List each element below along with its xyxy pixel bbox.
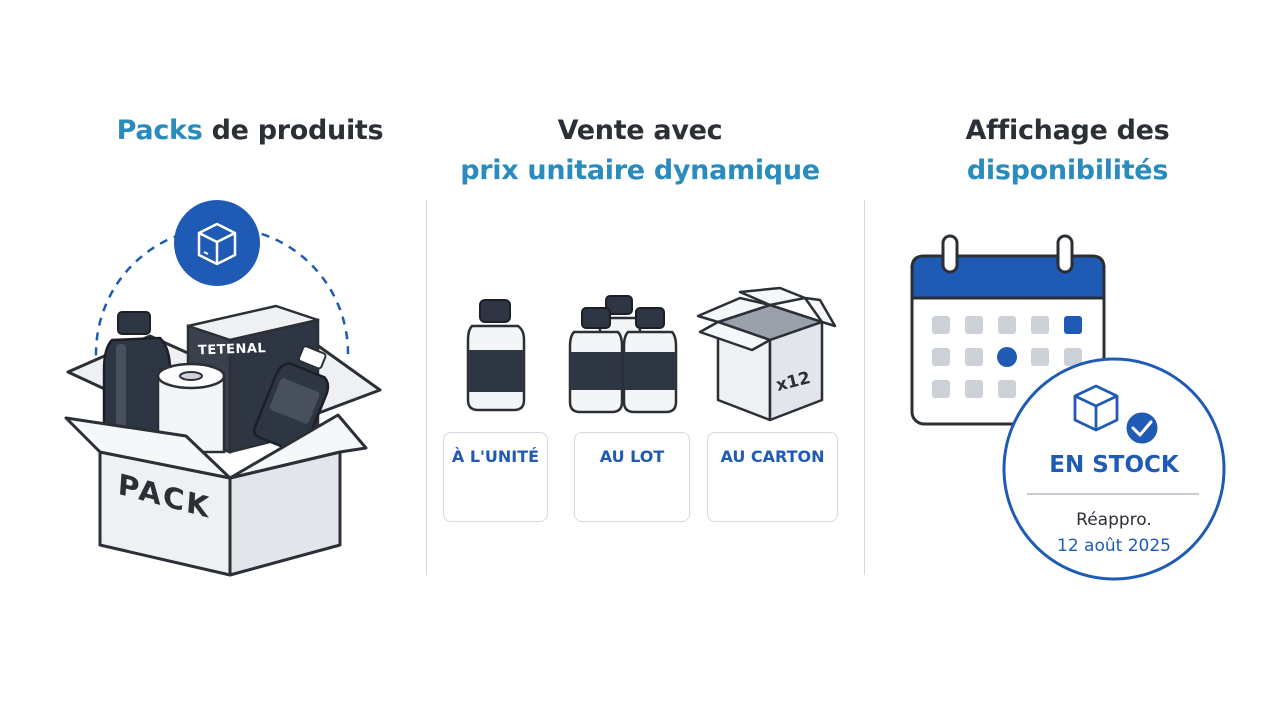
restock-label: Réappro. bbox=[1076, 510, 1152, 530]
tetenal-box-icon bbox=[186, 304, 320, 454]
paper-roll-icon bbox=[156, 362, 226, 454]
availability-title-line2: disponibilités bbox=[966, 155, 1169, 186]
option-lot-label: AU LOT bbox=[599, 447, 665, 466]
bottle-group-icon bbox=[568, 295, 678, 414]
pricing-title-line2: prix unitaire dynamique bbox=[460, 155, 820, 186]
pack-box-label: PACK bbox=[116, 467, 212, 526]
stock-divider bbox=[1027, 493, 1199, 495]
option-unit-card[interactable]: À L'UNITÉ bbox=[443, 432, 548, 522]
option-carton-card[interactable]: AU CARTON bbox=[707, 432, 838, 522]
packs-title: Packs de produits bbox=[40, 111, 460, 151]
carton-count-label: x12 bbox=[774, 368, 813, 396]
availability-title-line1: Affichage des bbox=[965, 115, 1170, 146]
packs-title-accent: Packs bbox=[116, 115, 203, 146]
carton-icon bbox=[696, 286, 837, 422]
option-unit-label: À L'UNITÉ bbox=[451, 447, 540, 466]
small-bottle-icon bbox=[252, 345, 330, 454]
dark-bottle-icon bbox=[102, 311, 172, 454]
option-carton-label: AU CARTON bbox=[720, 447, 825, 466]
packs-title-rest: de produits bbox=[202, 115, 384, 146]
restock-date: 12 août 2025 bbox=[1057, 536, 1171, 556]
box-check-icon bbox=[1073, 384, 1161, 447]
divider-right bbox=[864, 200, 865, 575]
stock-status: EN STOCK bbox=[1049, 452, 1179, 478]
calendar-icon bbox=[910, 234, 1106, 426]
availability-title: Affichage des disponibilités bbox=[860, 111, 1275, 191]
divider-left bbox=[426, 200, 427, 575]
pricing-title: Vente avec prix unitaire dynamique bbox=[420, 111, 860, 191]
option-lot-card[interactable]: AU LOT bbox=[574, 432, 690, 522]
tetenal-label: TETENAL bbox=[197, 341, 267, 359]
pricing-title-line1: Vente avec bbox=[557, 115, 723, 146]
box-circle-icon bbox=[174, 200, 260, 286]
single-bottle-icon bbox=[466, 299, 526, 412]
